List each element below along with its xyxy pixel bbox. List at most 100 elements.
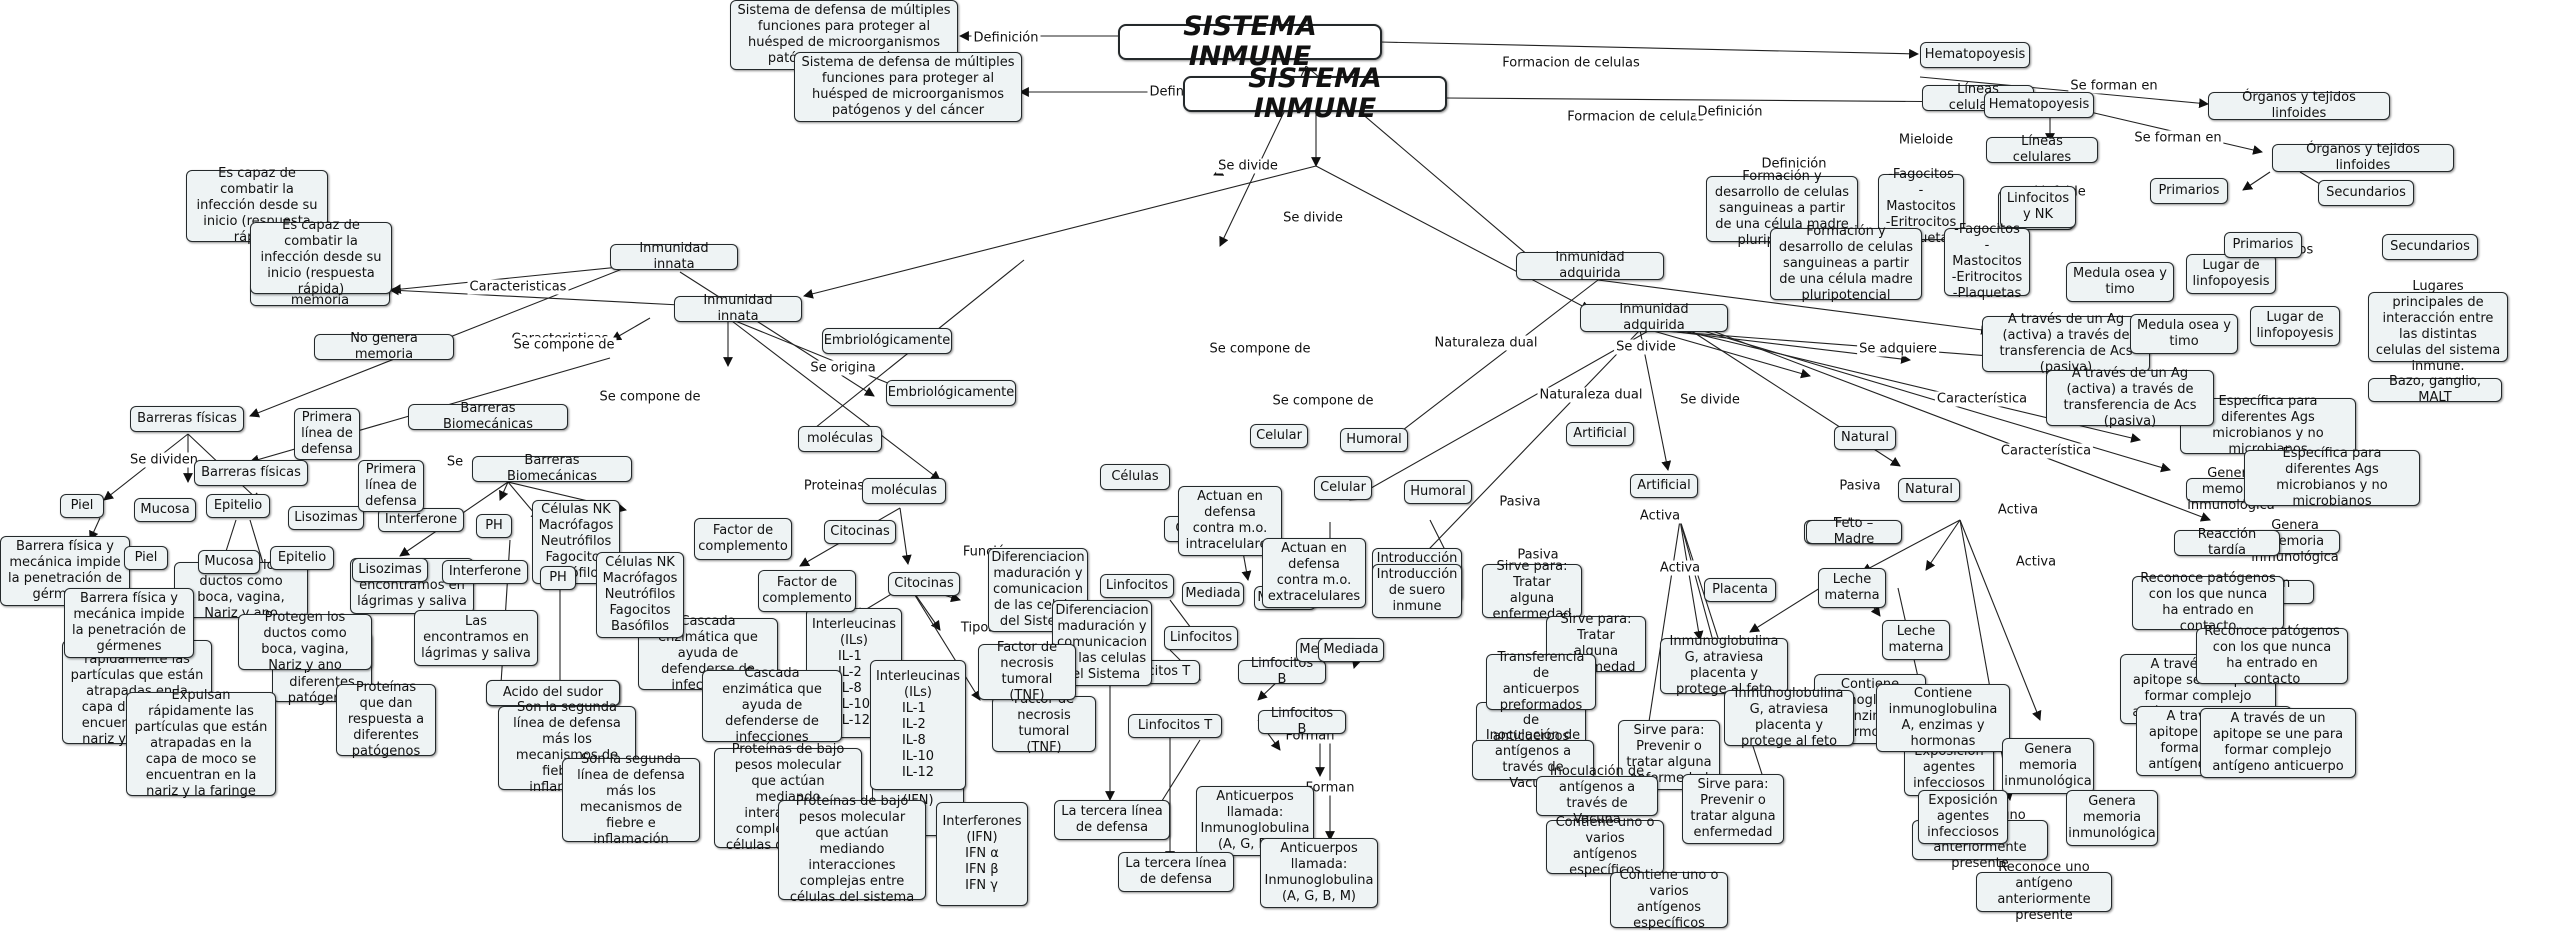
contiene-antigenos-node[interactable]: Contiene uno o varios antígenos específi… [1610,868,1728,931]
medula-timo-node-back[interactable]: Medula osea y timo [2066,262,2174,302]
embriologicamente-node[interactable]: Embriológicamente [886,380,1016,406]
ag-activa-node[interactable]: A través de un Ag (activa) a través de t… [2046,366,2214,429]
piel-node[interactable]: Piel [124,546,168,570]
tercera-linea-node[interactable]: La tercera línea de defensa [1118,852,1234,892]
inmunidad-adquirida-node-back[interactable]: Inmunidad adquirida [1516,250,1664,281]
factor-complemento-node-back[interactable]: Factor de complemento [694,518,792,560]
factor-necrosis-node[interactable]: Factor de necrosis tumoral (TNF) [978,640,1076,703]
factor-necrosis-node-back[interactable]: Factor de necrosis tumoral (TNF) [992,692,1096,755]
mediada-node[interactable]: Mediada [1182,582,1244,606]
citocinas-node-back[interactable]: Citocinas [824,520,896,544]
diferenciacion-node[interactable]: Diferenciacion maduración y comunicacion… [1052,600,1152,686]
inmunidad-innata-node[interactable]: Inmunidad innata [674,293,802,324]
leche-materna-node[interactable]: Leche materna [1818,568,1886,608]
organos-tejidos-node-back[interactable]: Órganos y tejidos linfoides [2208,90,2390,121]
anticuerpos-node[interactable]: Anticuerpos llamada: Inmunoglobulina (A,… [1260,838,1378,908]
title-node[interactable]: SISTEMA INMUNE [1183,64,1447,124]
apitope-front-node[interactable]: A través de un apitope se une para forma… [2200,708,2356,778]
bazo-ganglio-node[interactable]: Bazo, ganglio, MALT [2368,374,2502,405]
primera-linea-node[interactable]: Primera línea de defensa [358,460,424,512]
linfocitos-nk-node[interactable]: Linfocitos y NK [2000,186,2076,228]
inmunoglobulina-g-node[interactable]: Inmunoglobulina G, atraviesa placenta y … [1660,634,1788,697]
inmunoglobulina-a-node[interactable]: Contiene inmunoglobulina A, enzimas y ho… [1876,684,2010,752]
linfocitos-t-node[interactable]: Linfocitos T [1128,714,1222,738]
transferencia-anticuerpos-node[interactable]: Transferencia de anticuerpos preformados [1486,650,1596,713]
mucosa-node[interactable]: Mucosa [198,550,260,574]
formacion-desarrollo-node[interactable]: Formación y desarrollo de celulas sangui… [1770,224,1922,303]
actuan-intracelulares-node[interactable]: Actuan en defensa contra m.o. intracelul… [1178,486,1282,556]
primera-linea-node-back[interactable]: Primera línea de defensa [294,408,360,460]
mucosa-node-back[interactable]: Mucosa [134,498,196,522]
hematopoyesis-node[interactable]: Hematopoyesis [1984,92,2094,118]
lugar-linfopoyesis-node[interactable]: Lugar de linfopoyesis [2250,306,2340,346]
feto-madre-node[interactable]: Feto – Madre [1806,516,1902,547]
inmunoglobulina-g-back-node[interactable]: Inmunoglobulina G, atraviesa placenta y … [1724,686,1854,749]
ag-activa-node-back[interactable]: A través de un Ag (activa) a través de t… [1982,312,2150,375]
humoral-mediada-node[interactable]: Mediada [1318,638,1384,662]
inoculacion-node-back[interactable]: Inoculación de antígenos a través de Vac… [1472,728,1594,791]
tercera-linea-node-back[interactable]: La tercera línea de defensa [1054,800,1170,840]
artificial-node[interactable]: Artificial [1630,474,1698,498]
barreras-fisicas-node[interactable]: Barreras físicas [194,460,308,486]
moleculas-node-back[interactable]: moléculas [798,426,882,452]
moleculas-node[interactable]: moléculas [862,478,946,504]
humoral-node-back[interactable]: Humoral [1340,428,1408,452]
title-node-back[interactable]: SISTEMA INMUNE [1118,12,1382,72]
lisozimas-node-back[interactable]: Lisozimas [288,506,364,530]
acido-sudor-node[interactable]: Acido del sudor [486,680,620,706]
celular-node[interactable]: Celular [1314,476,1372,500]
celular-node-back[interactable]: Celular [1250,424,1308,448]
protegen-ductos-node[interactable]: Protegen los ductos como boca, vagina, N… [238,610,372,673]
barreras-biomecanicas-node[interactable]: Barreras Biomecánicas [472,453,632,484]
segunda-linea-back-node[interactable]: Son la segunda línea de defensa más los … [562,752,700,847]
proteinas-respuesta-node[interactable]: Proteínas que dan respuesta a diferentes… [336,680,436,759]
reconoce-patogenos-node[interactable]: Reconoce patógenos con los que nunca ha … [2196,624,2348,687]
reaccion-tardia-node[interactable]: Reacción tardía [2174,527,2280,558]
interferone-node[interactable]: Interferone [442,560,528,584]
atrapan-particulas-node[interactable]: Expulsan rápidamente las partículas que … [126,688,276,799]
celulas-node-back[interactable]: Células [1100,464,1170,490]
lisozimas-node[interactable]: Lisozimas [352,558,428,582]
linfocitos-b-node[interactable]: Linfocitos B [1258,706,1346,737]
especifica-ags-node-back[interactable]: Específica para diferentes Ags microbian… [2180,394,2356,457]
tratar-enfermedad-node-back[interactable]: Sirve para: Tratar alguna enfermedad [1482,559,1582,622]
ph-node-back[interactable]: PH [476,514,512,538]
introduccion-suero-node[interactable]: Introducción de suero inmune [1372,564,1462,618]
citocinas-node[interactable]: Citocinas [888,572,960,596]
barrera-fisica-desc-node[interactable]: Barrera física y mecánica impide la pene… [64,588,194,658]
linfocitos-node[interactable]: Linfocitos [1164,626,1238,650]
protegen-ductos-node-back[interactable]: Protegen los ductos como boca, vagina, N… [174,558,308,621]
primarios-node[interactable]: Primarios [2224,232,2302,258]
secundarios-node-back[interactable]: Secundarios [2318,180,2414,206]
definition-node[interactable]: Sistema de defensa de múltiples funcione… [794,52,1022,122]
barreras-fisicas-node-back[interactable]: Barreras físicas [130,406,244,432]
humoral-node[interactable]: Humoral [1404,480,1472,504]
especifica-ags-node[interactable]: Específica para diferentes Ags microbian… [2244,446,2420,509]
lineas-celulares-node[interactable]: Líneas celulares [1986,134,2098,165]
organos-tejidos-node[interactable]: Órganos y tejidos linfoides [2272,142,2454,173]
proteinas-bajo-peso-node[interactable]: Proteínas de bajo pesos molecular que ac… [778,794,926,905]
ph-node[interactable]: PH [540,566,576,590]
reconoce-patogenos-node-back[interactable]: Reconoce patógenos con los que nunca ha … [2132,571,2284,634]
exposicion-agentes-node-back[interactable]: Exposición agentes infecciosos [1904,740,1994,796]
celulas-nk-node[interactable]: Células NK Macrófagos Neutrófilos Fagoci… [596,552,684,638]
leche-materna-back-node[interactable]: Leche materna [1882,620,1950,660]
cascada-enzimatica-node[interactable]: Cascada enzimática que ayuda de defender… [702,666,842,745]
medula-timo-node[interactable]: Medula osea y timo [2130,314,2238,354]
primarios-node-back[interactable]: Primarios [2150,178,2228,204]
piel-node-back[interactable]: Piel [60,494,104,518]
barreras-biomecanicas-node-back[interactable]: Barreras Biomecánicas [408,401,568,432]
exposicion-agentes-node[interactable]: Exposición agentes infecciosos [1918,790,2008,844]
fagocitos-node[interactable]: -Fagocitos -Mastocitos -Eritrocitos -Pla… [1944,222,2030,301]
lugar-linfopoyesis-node-back[interactable]: Lugar de linfopoyesis [2186,254,2276,294]
linfocitos-b-node-back[interactable]: Linfocitos B [1238,656,1326,687]
contiene-antigenos-node-back[interactable]: Contiene uno o varios antígenos específi… [1546,815,1664,878]
tratar-enfermedad-front-node[interactable]: Sirve para: Tratar alguna enfermedad [1546,612,1646,675]
secundarios-node[interactable]: Secundarios [2382,234,2478,260]
lugares-principales-node[interactable]: Lugares principales de interacción entre… [2368,279,2508,374]
actuan-extracelulares-node[interactable]: Actuan en defensa contra m.o. extracelul… [1262,538,1366,608]
inmunidad-adquirida-node[interactable]: Inmunidad adquirida [1580,302,1728,333]
epitelio-node-back[interactable]: Epitelio [206,494,270,518]
